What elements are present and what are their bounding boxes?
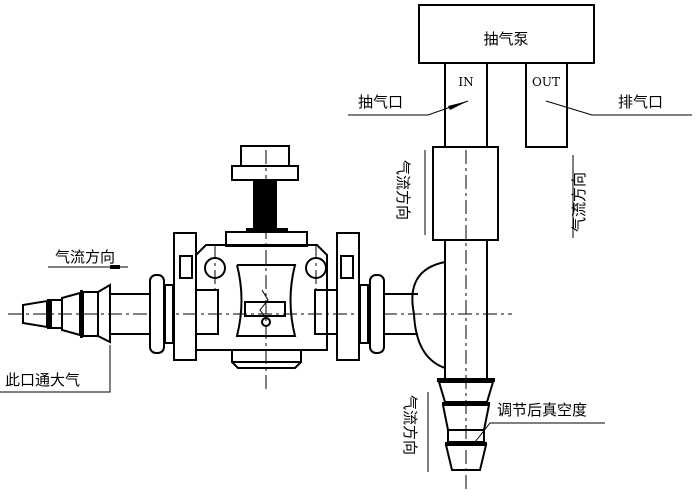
arrow-icon: [448, 101, 468, 110]
exhaust-port-label: 排气口: [618, 93, 663, 111]
atmosphere-port-label: 此口通大气: [5, 371, 80, 389]
airflow-up-label: 气流方向: [394, 160, 412, 220]
out-port: OUT: [525, 62, 568, 148]
in-port-label: IN: [458, 75, 473, 89]
airflow-left-label: 气流方向: [55, 248, 115, 266]
airflow-bottom-label: 气流方向: [401, 395, 419, 455]
atmosphere-inlet-fitting: [22, 283, 150, 344]
regulator-valve: [149, 150, 418, 390]
pump: 抽气泵: [418, 4, 595, 64]
adjustment-knob[interactable]: [231, 145, 299, 228]
in-port: IN: [444, 63, 488, 148]
adjusted-vacuum-label: 调节后真空度: [497, 401, 587, 419]
airflow-down-label: 气流方向: [570, 172, 588, 232]
suction-port-label: 抽气口: [358, 93, 403, 111]
filter-housing: [432, 146, 499, 241]
dome-chamber: [411, 261, 446, 369]
pump-label: 抽气泵: [483, 30, 528, 48]
out-port-label: OUT: [532, 75, 560, 89]
